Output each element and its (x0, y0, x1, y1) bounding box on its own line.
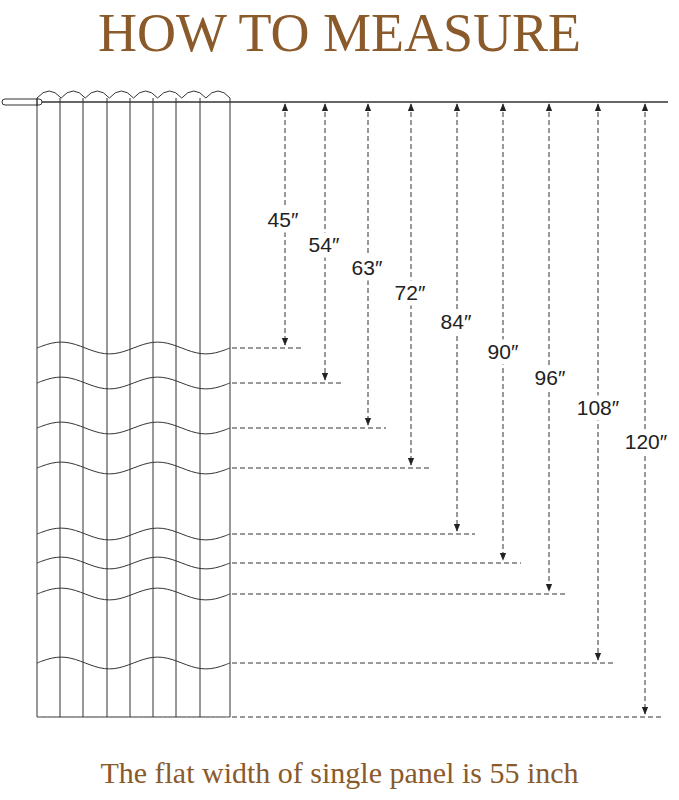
rod-end (2, 99, 42, 105)
dimension-label: 72″ (393, 280, 428, 305)
curtain-hem (37, 528, 230, 540)
curtain-pleat (130, 98, 131, 717)
dimension-label: 63″ (350, 255, 385, 280)
caption: The flat width of single panel is 55 inc… (0, 756, 679, 789)
curtain-pleat (83, 98, 84, 717)
dimension-label: 90″ (486, 339, 521, 364)
curtain-hem (37, 377, 230, 389)
curtain-hem (37, 422, 230, 434)
curtain-pleat (230, 98, 231, 717)
dimension-arrow (549, 104, 550, 591)
curtain-rod (4, 101, 668, 103)
dimension-label: 96″ (533, 365, 568, 390)
level-line (232, 428, 386, 429)
curtain-hem (37, 342, 230, 354)
curtain-pleat (153, 98, 154, 717)
level-line (232, 534, 475, 535)
curtain-pleat (60, 98, 61, 717)
level-line (232, 383, 343, 384)
level-line (232, 563, 521, 564)
dimension-label: 120″ (623, 429, 669, 454)
curtain-pleat (176, 98, 177, 717)
level-line (232, 348, 303, 349)
curtain-hem (37, 557, 230, 569)
dimension-label: 45″ (266, 207, 301, 232)
title: HOW TO MEASURE (0, 4, 679, 63)
level-line (232, 594, 567, 595)
level-line (232, 663, 616, 664)
curtain-ruffle (37, 91, 230, 98)
curtain-hem (37, 657, 230, 669)
dimension-arrow (645, 104, 646, 714)
dimension-label: 108″ (575, 395, 621, 420)
dimension-arrow (598, 104, 599, 660)
curtain-pleat (37, 98, 38, 717)
curtain-hem (37, 717, 230, 718)
curtain-hem (37, 588, 230, 600)
dimension-label: 84″ (439, 309, 474, 334)
level-line (232, 717, 663, 718)
dimension-arrow (503, 104, 504, 560)
level-line (232, 468, 429, 469)
curtain-pleat (200, 98, 201, 717)
dimension-label: 54″ (307, 232, 342, 257)
curtain-hem (37, 462, 230, 474)
curtain-pleat (107, 98, 108, 717)
